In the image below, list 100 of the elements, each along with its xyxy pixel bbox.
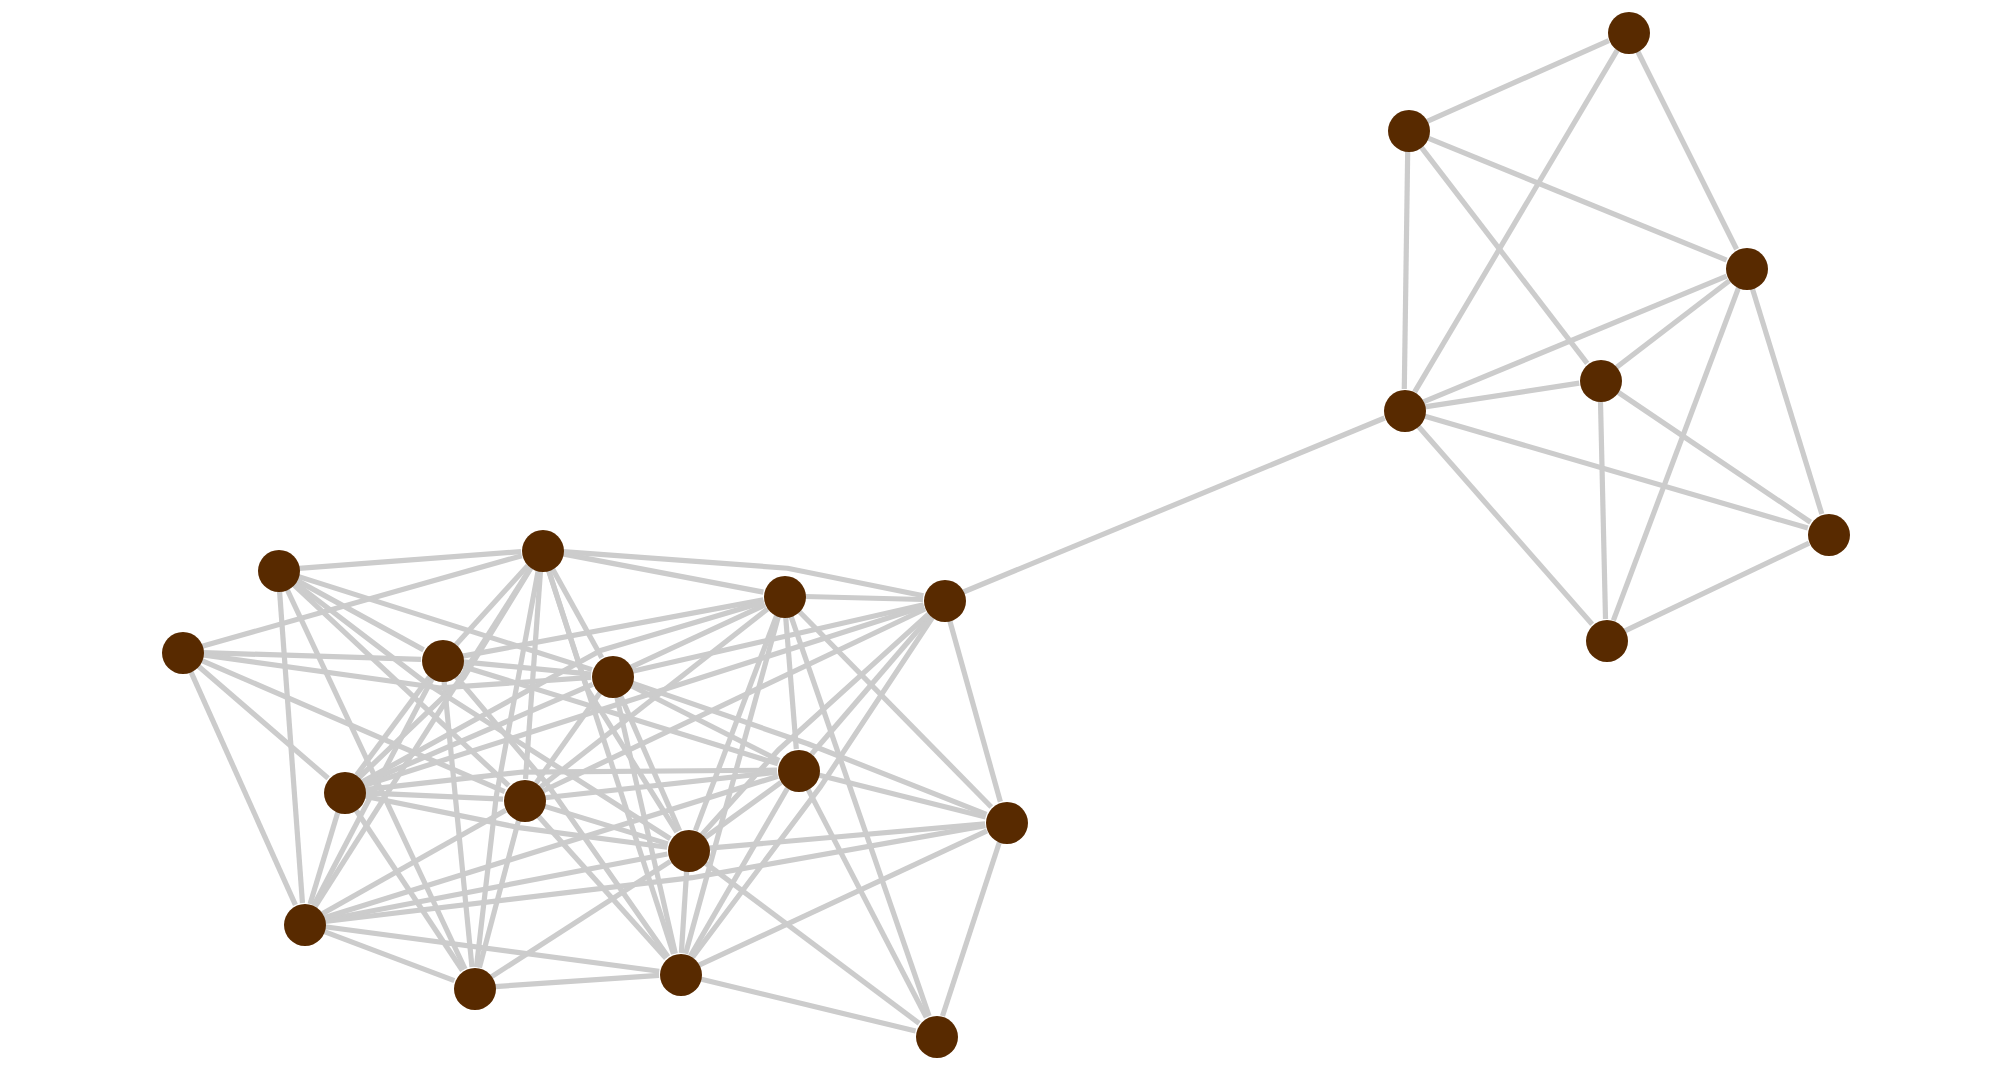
connector-line <box>364 767 777 793</box>
connector-line <box>522 570 544 780</box>
network-node <box>503 779 545 821</box>
network-node <box>323 771 365 813</box>
connector-line <box>361 599 765 785</box>
connector-line <box>1426 38 1610 124</box>
connector-line <box>809 614 933 756</box>
connector-line <box>538 606 770 790</box>
connector-line <box>618 694 682 832</box>
connector-line <box>441 680 475 968</box>
network-node <box>915 1015 957 1057</box>
connector-line <box>805 787 929 1019</box>
connector-line <box>188 670 298 906</box>
connector-line <box>311 677 435 907</box>
connector-line <box>473 570 541 968</box>
connector-line <box>788 615 932 1017</box>
connector-line <box>453 674 671 959</box>
connector-line <box>947 619 1003 803</box>
network-node <box>1607 11 1649 53</box>
connector-line <box>1422 273 1728 405</box>
connector-line <box>562 548 924 599</box>
connector-line <box>700 612 931 837</box>
connector-line <box>202 650 422 662</box>
connector-line <box>629 602 767 670</box>
connector-line <box>1615 389 1813 525</box>
connector-line <box>1423 413 1809 531</box>
connector-line <box>354 675 432 777</box>
connector-line <box>202 652 592 691</box>
connector-line <box>276 590 306 904</box>
connector-line <box>298 549 522 571</box>
network-node <box>1387 109 1429 151</box>
network-node <box>923 579 965 621</box>
network-node <box>161 631 203 673</box>
connector-line <box>1615 278 1731 370</box>
connector-line <box>364 790 504 802</box>
network-node <box>1585 619 1627 661</box>
connector-line <box>307 811 341 905</box>
connector-line <box>297 573 593 673</box>
connector-line <box>817 772 987 820</box>
connector-line <box>291 582 511 788</box>
connector-line <box>708 821 986 851</box>
network-node <box>659 953 701 995</box>
network-node <box>257 549 299 591</box>
connector-line <box>693 614 779 832</box>
connector-line <box>321 808 507 916</box>
connector-line <box>699 976 917 1034</box>
connector-line <box>1424 380 1580 410</box>
connector-line <box>549 567 605 659</box>
connector-line <box>546 569 676 955</box>
connector-line <box>804 593 924 603</box>
connector-line <box>1401 150 1411 390</box>
network-node <box>1725 247 1767 289</box>
connector-line <box>1426 135 1728 263</box>
connector-line <box>562 551 764 595</box>
connector-line <box>544 769 778 801</box>
connector-line <box>322 928 456 984</box>
connector-line <box>962 415 1386 595</box>
connector-line <box>462 659 592 677</box>
connector-line <box>543 803 669 847</box>
network-node <box>1579 359 1621 401</box>
network-node <box>421 639 463 681</box>
connector-line <box>295 577 425 653</box>
connector-line <box>364 793 668 850</box>
connector-line <box>697 828 989 968</box>
connector-line <box>1610 286 1742 622</box>
connector-line <box>293 580 672 841</box>
connector-line <box>1597 400 1609 620</box>
network-node <box>1807 513 1849 555</box>
connector-line <box>490 859 672 979</box>
connector-line <box>614 695 678 955</box>
connector-line <box>324 823 986 925</box>
network-node <box>283 903 325 945</box>
network-node <box>777 749 819 791</box>
connector-line <box>688 786 790 958</box>
connector-line <box>454 563 530 647</box>
connector-line <box>363 603 925 789</box>
connector-line <box>541 606 927 794</box>
connector-line <box>631 680 988 817</box>
connector-line <box>796 609 994 809</box>
connector-line <box>678 870 690 954</box>
connector-line <box>476 819 522 969</box>
connector-line <box>703 860 921 1026</box>
network-node <box>453 967 495 1009</box>
connector-line <box>683 615 781 955</box>
connector-line <box>1415 424 1595 626</box>
connector-line <box>631 602 925 674</box>
connector-line <box>534 691 602 785</box>
connector-line <box>284 587 468 971</box>
connector-line <box>494 972 660 990</box>
network-node <box>591 655 633 697</box>
network-node <box>763 575 805 617</box>
connector-line <box>1749 287 1825 515</box>
connector-line <box>200 657 506 795</box>
network-node <box>1383 389 1425 431</box>
network-node <box>521 529 563 571</box>
connector-line <box>940 841 1002 1017</box>
connector-line <box>357 566 534 780</box>
connector-line <box>196 663 330 781</box>
connector-line <box>690 616 935 959</box>
connector-line <box>201 553 523 649</box>
